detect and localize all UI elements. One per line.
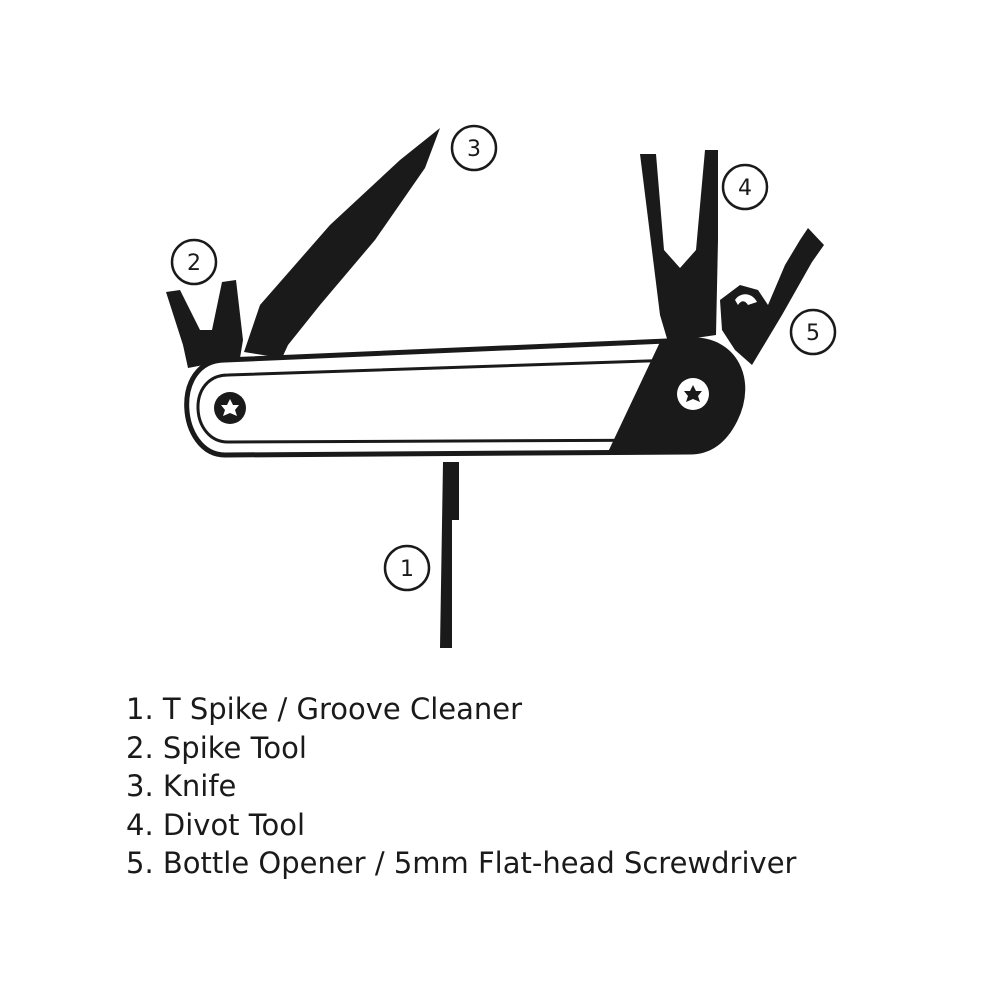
bottle-opener-screwdriver: [720, 228, 824, 365]
legend-item-3: 3. Knife: [126, 767, 986, 806]
spike-tool: [166, 280, 243, 368]
t-spike-tool: [440, 462, 459, 648]
legend-item-number: 4.: [126, 807, 154, 842]
callout-circle-1: [383, 544, 431, 592]
legend-item-label: Divot Tool: [162, 807, 306, 842]
tool-legend: 1. T Spike / Groove Cleaner 2. Spike Too…: [126, 690, 986, 883]
callout-label-3: 3: [467, 137, 481, 162]
callout-label-2: 2: [187, 251, 201, 276]
callout-label-5: 5: [806, 321, 820, 346]
legend-item-number: 3.: [126, 769, 154, 803]
callout-circle-4: [721, 163, 769, 211]
left-screw-torx: [221, 399, 239, 416]
legend-item-number: 1.: [126, 692, 154, 726]
callout-circle-2: [170, 238, 218, 286]
legend-item-label: Spike Tool: [162, 730, 307, 765]
legend-item-label: Bottle Opener / 5mm Flat-head Screwdrive…: [162, 846, 797, 880]
legend-item-5: 5. Bottle Opener / 5mm Flat-head Screwdr…: [126, 844, 986, 883]
callout-label-4: 4: [738, 176, 752, 201]
handle-end-plate: [608, 339, 743, 452]
legend-item-label: Knife: [162, 769, 237, 803]
legend-item-2: 2. Spike Tool: [126, 729, 986, 768]
knife-blade: [244, 128, 440, 358]
bottle-opener-hook: [735, 294, 757, 305]
callout-circle-3: [450, 124, 498, 172]
divot-tool: [640, 150, 718, 342]
legend-item-label: T Spike / Groove Cleaner: [162, 692, 523, 726]
legend-item-number: 2.: [126, 730, 154, 765]
legend-item-number: 5.: [126, 846, 154, 880]
legend-item-4: 4. Divot Tool: [126, 806, 986, 845]
legend-item-1: 1. T Spike / Groove Cleaner: [126, 690, 986, 729]
handle: [184, 337, 746, 458]
right-screw-torx: [684, 385, 702, 402]
callout-circle-5: [789, 308, 837, 356]
callout-label-1: 1: [400, 557, 414, 582]
